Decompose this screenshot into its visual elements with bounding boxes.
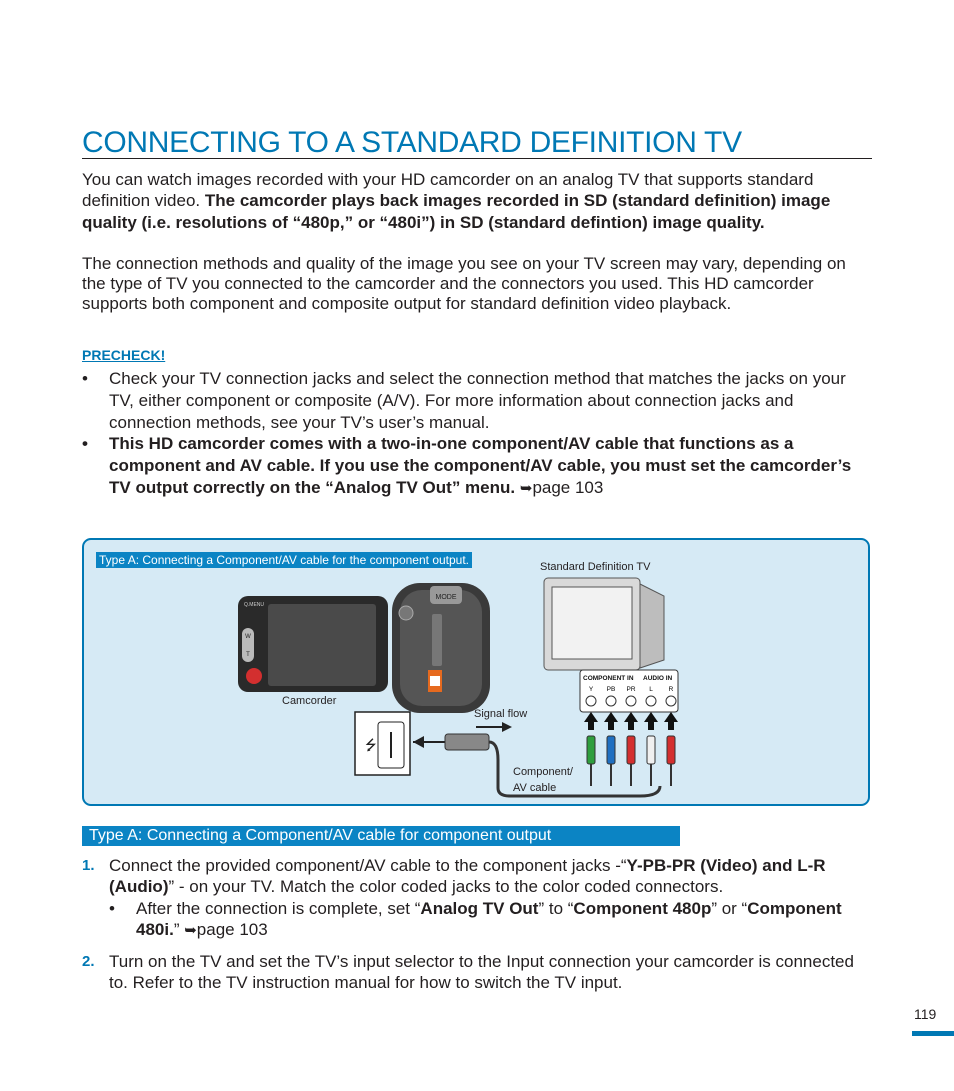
cam-mode-text: MODE: [436, 594, 457, 601]
sub-text: ”: [173, 920, 185, 939]
sub-text: ” or “: [711, 899, 748, 918]
signal-arrow-icon: [604, 712, 618, 730]
jack-label: R: [669, 686, 674, 693]
step-number: 2.: [82, 953, 95, 970]
svg-text:⭍: ⭍: [365, 738, 377, 754]
cable-plug: [586, 735, 596, 765]
intro-bold-text: The camcorder plays back images recorded…: [82, 191, 831, 232]
bullet-dot: •: [109, 899, 115, 918]
page-ref-arrow-icon: ➥: [184, 922, 197, 939]
step-text: Connect the provided component/AV cable …: [109, 855, 872, 897]
title-rule: [82, 158, 872, 159]
tv-illustration: COMPONENT IN AUDIO IN: [543, 577, 679, 713]
step-1-sub-bullet: • After the connection is complete, set …: [109, 898, 869, 941]
signal-arrow-icon: [624, 712, 638, 730]
step1-bold: Y-PB-PR (Video) and L-R (Audio): [109, 856, 826, 896]
sub-text: ” to “: [538, 899, 574, 918]
precheck-bullet-1: • Check your TV connection jacks and sel…: [82, 368, 872, 434]
intro-paragraph-1: You can watch images recorded with your …: [82, 170, 872, 234]
jack-socket: [605, 695, 617, 707]
figure-caption: Type A: Connecting a Component/AV cable …: [96, 552, 473, 568]
cable-plug: [666, 735, 676, 765]
cable-plug: [606, 735, 616, 765]
precheck-bullet-2: • This HD camcorder comes with a two-in-…: [82, 433, 872, 500]
cable-label-line-1: Component/: [513, 766, 573, 778]
sub-text: After the connection is complete, set “: [136, 899, 421, 918]
signal-flow-label: Signal flow: [474, 708, 528, 720]
camcorder-illustration: MODE Q.MENU W T: [238, 583, 490, 713]
precheck-label: PRECHECK!: [82, 347, 166, 363]
step-2: 2. Turn on the TV and set the TV’s input…: [82, 951, 872, 993]
bullet-dot: •: [82, 369, 88, 388]
cam-w-text: W: [245, 634, 251, 640]
sub-bold: Component 480p: [573, 899, 712, 918]
step-text: Turn on the TV and set the TV’s input se…: [109, 952, 854, 992]
page-ref-link[interactable]: page 103: [532, 478, 604, 497]
bullet-dot: •: [82, 434, 88, 453]
signal-arrow-icon: [664, 712, 678, 730]
sub-bullet-text: After the connection is complete, set “A…: [136, 898, 869, 941]
cam-qmenu-text: Q.MENU: [244, 602, 264, 608]
signal-arrow-icon: [644, 712, 658, 730]
intro-paragraph-2: The connection methods and quality of th…: [82, 254, 846, 313]
step1-text-a: Connect the provided component/AV cable …: [109, 856, 627, 875]
page-title: CONNECTING TO A STANDARD DEFINITION TV: [82, 126, 742, 159]
section-heading: Type A: Connecting a Component/AV cable …: [82, 826, 680, 846]
step-1: 1. Connect the provided component/AV cab…: [82, 855, 872, 897]
signal-arrow-icon: [584, 712, 598, 730]
panel-component-text: COMPONENT IN: [583, 675, 634, 682]
tv-jacks: Y PB PR L R: [584, 686, 678, 786]
step1-text-c: ” - on your TV. Match the color coded ja…: [168, 877, 724, 896]
jack-socket: [665, 695, 677, 707]
jack-label: PR: [626, 686, 635, 693]
bullet-text: This HD camcorder comes with a two-in-on…: [109, 433, 872, 500]
tv-label: Standard Definition TV: [540, 561, 651, 573]
usb-connector: ⭍: [354, 711, 490, 776]
panel-audio-text: AUDIO IN: [643, 675, 673, 682]
cable-plug: [646, 735, 656, 765]
jack-socket: [625, 695, 637, 707]
intro-text: You can watch images recorded with your …: [82, 170, 814, 210]
sub-bold: Analog TV Out: [420, 899, 539, 918]
page-number: 119: [914, 1006, 937, 1022]
camcorder-label: Camcorder: [282, 695, 337, 707]
jack-label: L: [649, 686, 653, 693]
bullet-bold-text: This HD camcorder comes with a two-in-on…: [109, 434, 852, 497]
cable-label-line-2: AV cable: [513, 782, 557, 794]
jack-socket: [645, 695, 657, 707]
page-number-bar: [912, 1031, 954, 1036]
page-ref-arrow-icon: ➥: [519, 480, 533, 497]
step-number: 1.: [82, 857, 95, 874]
cable-plug: [626, 735, 636, 765]
jack-label: PB: [607, 686, 616, 693]
jack-label: Y: [589, 686, 594, 693]
cam-t-text: T: [246, 652, 250, 658]
bullet-text: Check your TV connection jacks and selec…: [109, 369, 846, 432]
sub-bold: Component 480i.: [136, 899, 842, 939]
page-ref-link[interactable]: page 103: [196, 920, 268, 939]
jack-socket: [585, 695, 597, 707]
